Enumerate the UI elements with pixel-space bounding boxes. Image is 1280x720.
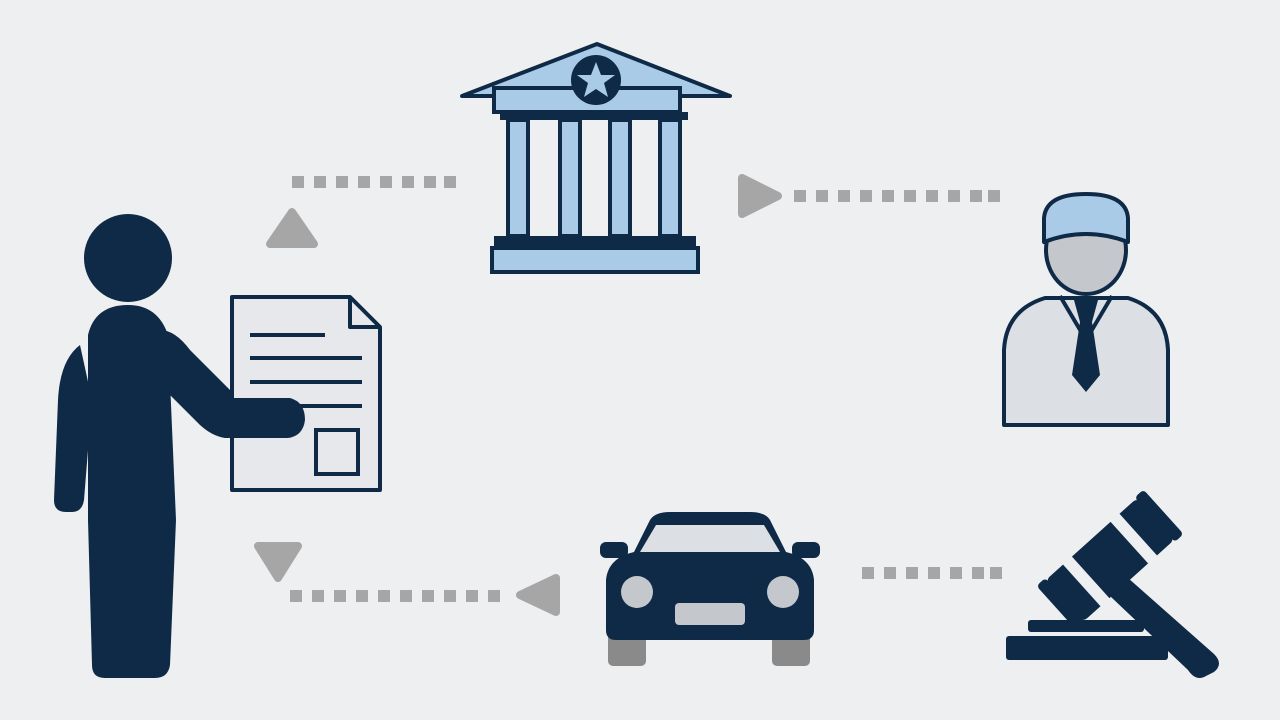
connector-court-to-vehicle	[862, 567, 1002, 579]
government-building-icon	[460, 42, 732, 274]
connector-vehicle-to-person	[254, 542, 560, 616]
car-icon	[600, 512, 820, 666]
connector-government-to-official	[738, 174, 1000, 218]
official-with-tie-icon	[1002, 192, 1170, 427]
document-icon	[230, 295, 382, 492]
gavel-icon	[1006, 491, 1219, 678]
connector-person-to-government	[266, 176, 456, 248]
